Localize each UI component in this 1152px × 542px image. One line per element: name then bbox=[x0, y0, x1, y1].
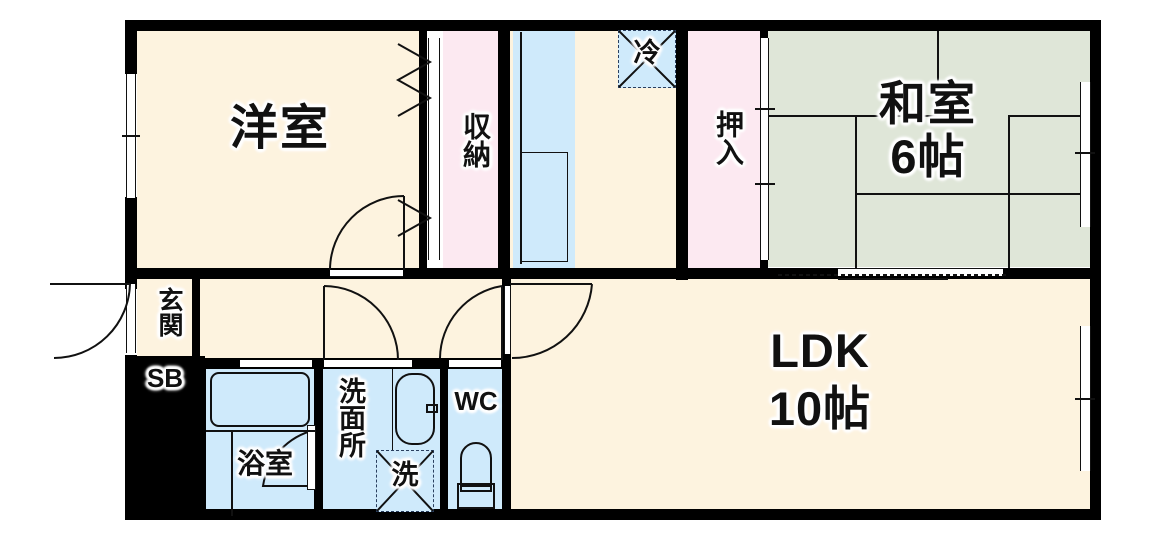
tatami-seam-v3 bbox=[1008, 115, 1010, 268]
wall-bath-washroom bbox=[314, 358, 323, 520]
door-opening-bathroom bbox=[240, 360, 312, 367]
tatami-seam-h4 bbox=[855, 193, 1008, 195]
entrance-floor bbox=[137, 278, 192, 358]
wall-entrance-bottom bbox=[125, 356, 205, 364]
door-swing-bathroom bbox=[261, 429, 316, 487]
wall-closet-kitchen bbox=[498, 20, 510, 278]
folding-door-storage-bottom-icon bbox=[397, 199, 433, 237]
wall-mid-horizontal-right bbox=[510, 268, 1090, 279]
door-swing-washroom bbox=[323, 285, 399, 361]
wall-right-outer bbox=[1090, 20, 1101, 520]
tatami-seam-v2 bbox=[855, 115, 857, 268]
ldk-floor bbox=[510, 278, 1090, 510]
door-opening-western-room bbox=[330, 270, 403, 277]
wall-toilet-ldk bbox=[502, 278, 511, 520]
window-western-left-mullion bbox=[122, 135, 140, 137]
wall-entrance-right bbox=[192, 278, 200, 358]
refrigerator-cross-icon bbox=[618, 30, 676, 88]
tatami-seam-h6 bbox=[1008, 115, 1090, 117]
door-opening-washroom bbox=[324, 360, 412, 367]
washing-machine-cross-icon bbox=[376, 450, 434, 512]
tatami-seam-h1 bbox=[768, 115, 938, 117]
sliding-door-oshiire-mullion-1 bbox=[755, 108, 775, 110]
storage-closet-floor bbox=[443, 30, 498, 268]
sliding-door-oshiire[interactable] bbox=[760, 38, 769, 260]
folding-door-storage-panel[interactable] bbox=[428, 38, 440, 260]
vanity-sink-basin bbox=[395, 373, 438, 445]
folding-door-storage-top-icon bbox=[395, 43, 433, 117]
door-swing-toilet bbox=[439, 285, 503, 360]
door-opening-entrance bbox=[126, 284, 136, 353]
western-room-floor bbox=[137, 30, 419, 268]
sliding-door-japanese-rail bbox=[778, 274, 1008, 280]
sliding-door-japanese-room[interactable] bbox=[838, 268, 1003, 276]
oshiire-floor bbox=[688, 30, 760, 270]
door-swing-entrance bbox=[50, 283, 131, 359]
wall-kitchen-oshiire bbox=[676, 20, 688, 280]
wall-left-upper-2 bbox=[125, 197, 137, 289]
window-japanese-right bbox=[1080, 82, 1091, 227]
bathroom-door-leaf[interactable] bbox=[307, 425, 316, 490]
kitchen-counter-edge bbox=[520, 32, 522, 264]
sliding-door-oshiire-mullion-2 bbox=[755, 183, 775, 185]
wall-left-upper bbox=[125, 20, 137, 74]
tatami-seam-v1 bbox=[937, 30, 939, 116]
bath-floor-edge bbox=[231, 430, 233, 516]
wall-oshiire-bottom bbox=[676, 268, 768, 279]
toilet-bowl bbox=[457, 442, 495, 509]
wall-bath-left bbox=[197, 358, 206, 520]
wall-top-outer bbox=[125, 20, 1100, 31]
bathtub bbox=[210, 372, 310, 427]
door-swing-western-room bbox=[329, 195, 405, 271]
door-swing-ldk bbox=[510, 283, 593, 360]
wall-bottom-outer bbox=[125, 509, 1101, 520]
wall-washroom-toilet bbox=[440, 358, 448, 520]
wall-left-lower bbox=[125, 355, 137, 520]
service-shaft-block-2 bbox=[125, 391, 205, 520]
window-ldk-right-mullion bbox=[1075, 398, 1095, 400]
wall-western-closet bbox=[419, 30, 427, 268]
bathtub-divider bbox=[206, 430, 316, 432]
wall-mid-horizontal bbox=[125, 268, 510, 279]
window-japanese-right-mullion bbox=[1075, 152, 1095, 154]
door-opening-ldk bbox=[504, 286, 511, 354]
kitchen-sink-basin bbox=[520, 152, 568, 262]
door-opening-toilet bbox=[449, 360, 501, 367]
japanese-room-floor bbox=[768, 30, 1090, 267]
